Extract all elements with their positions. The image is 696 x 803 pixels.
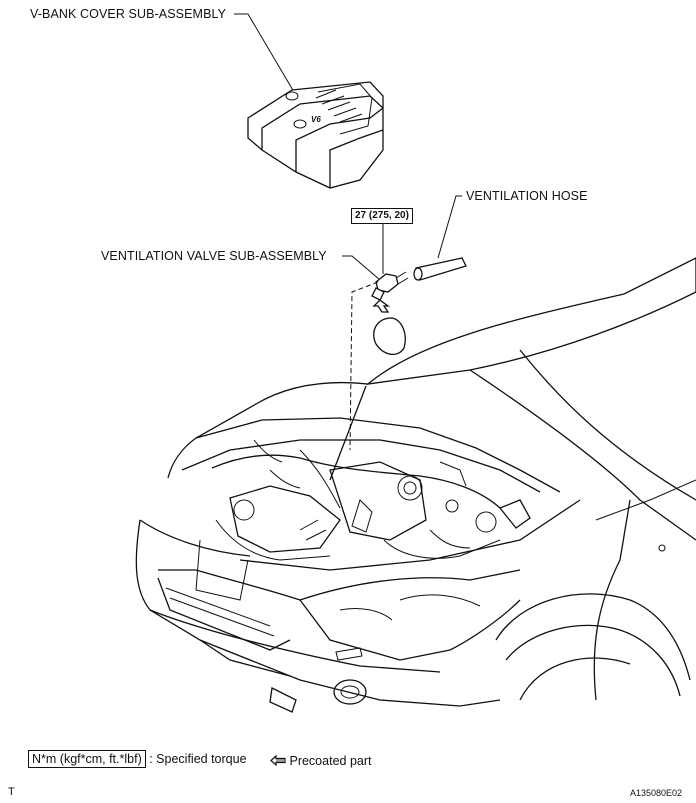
figure-id: A135080E02: [630, 788, 683, 798]
ventilation-valve-label: VENTILATION VALVE SUB-ASSEMBLY: [101, 249, 327, 263]
precoated-arrow-icon: [372, 299, 390, 313]
install-guide-line: [349, 281, 379, 451]
ventilation-hose: [413, 195, 467, 281]
legend-precoated-label: Precoated part: [289, 754, 372, 768]
vbank-cover-label: V-BANK COVER SUB-ASSEMBLY: [30, 7, 227, 21]
cover-badge: V6: [311, 115, 321, 124]
vbank-cover-leader: [234, 13, 295, 93]
vbank-cover: V6: [247, 81, 384, 189]
ventilation-hose-label: VENTILATION HOSE: [466, 189, 588, 203]
precoated-legend-arrow-icon: [270, 754, 286, 767]
footer-letter: T: [8, 786, 15, 798]
valve-leader: [342, 255, 381, 281]
legend-torque: N*m (kgf*cm, ft.*lbf) : Specified torque: [28, 750, 247, 768]
legend-torque-desc: : Specified torque: [149, 752, 247, 766]
torque-spec-box: 27 (275, 20): [351, 208, 413, 224]
vehicle-illustration: [135, 257, 696, 713]
ventilation-valve: [371, 271, 409, 301]
legend-precoated: Precoated part: [270, 754, 371, 768]
legend-torque-units: N*m (kgf*cm, ft.*lbf): [28, 750, 146, 768]
